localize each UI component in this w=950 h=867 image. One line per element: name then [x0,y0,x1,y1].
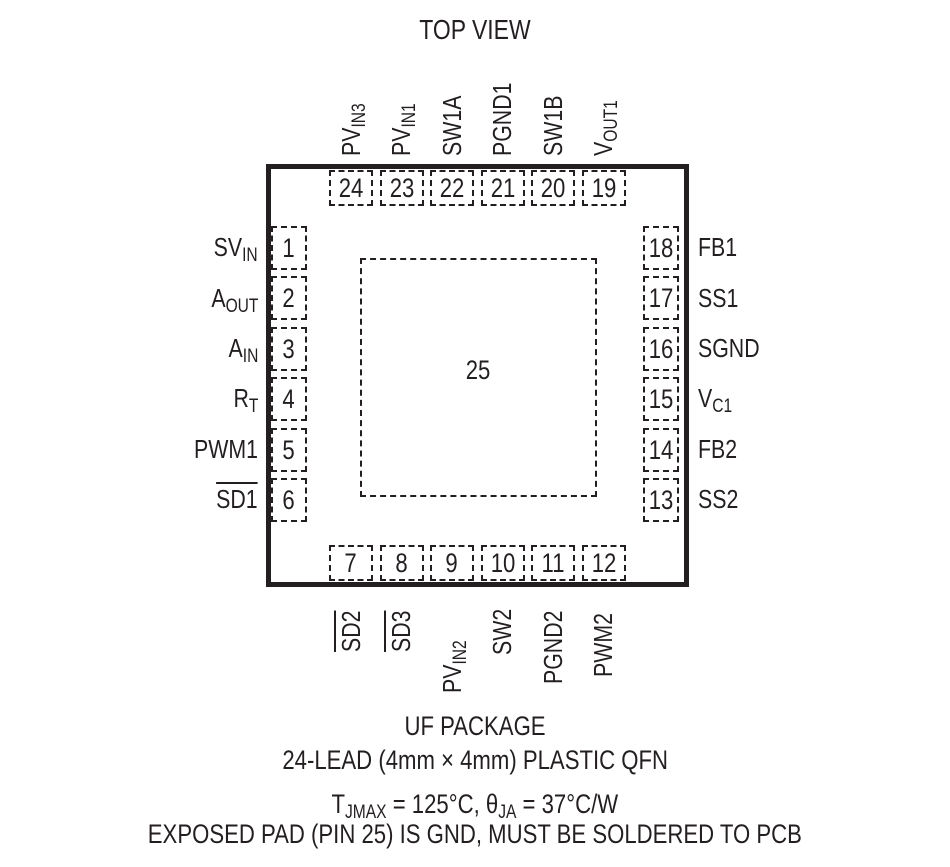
pin-11-label: PGND2 [538,610,568,684]
pin-17-label: SS1 [698,283,739,313]
pin-4-pad: 4 [271,377,307,421]
pin-16-pad: 16 [643,327,679,371]
pin-6-label: SD1 [216,484,258,514]
pin-8-pad: 8 [380,545,424,581]
pin-1-label: SVIN [213,232,258,266]
pin-18-label: FB1 [698,232,738,262]
pin-10-pad: 10 [481,545,525,581]
pin-19-pad: 19 [582,170,626,206]
pin-16-label: SGND [698,333,760,363]
pin-9-pad: 9 [430,545,474,581]
caption-thermal: TJMAX = 125°C, θJA = 37°C/W [331,789,619,823]
pin-12-label: PWM2 [588,613,618,677]
pin-1-pad: 1 [271,226,307,270]
package-outline [266,164,689,587]
pin-14-label: FB2 [698,434,738,464]
pin-10-label: SW2 [487,608,517,655]
pin-24-pad: 24 [329,170,373,206]
pin-6-pad: 6 [271,478,307,522]
pin-7-label: SD2 [336,610,366,652]
diagram-title: TOP VIEW [419,14,531,45]
caption-package: UF PACKAGE [404,711,546,741]
pin-14-pad: 14 [643,428,679,472]
pin-24-label: PVIN3 [336,103,370,156]
caption-exposed-pad-note: EXPOSED PAD (PIN 25) IS GND, MUST BE SOL… [147,819,803,849]
caption-lead-info: 24-LEAD (4mm × 4mm) PLASTIC QFN [282,745,668,775]
pin-13-label: SS2 [698,484,739,514]
pin-2-pad: 2 [271,276,307,320]
pin-15-pad: 15 [643,377,679,421]
exposed-pad [360,258,597,497]
pin-19-label: VOUT1 [588,100,622,156]
pin-15-label: VC1 [698,383,733,417]
pin-3-label: AIN [228,333,258,367]
pin-17-pad: 17 [643,276,679,320]
pin-21-pad: 21 [481,170,525,206]
exposed-pad-number: 25 [466,355,491,385]
pin-11-pad: 11 [531,545,575,581]
pin-20-pad: 20 [531,170,575,206]
pin-9-label: PVIN2 [437,640,471,693]
pin-18-pad: 18 [643,226,679,270]
pin-13-pad: 13 [643,478,679,522]
pin-23-pad: 23 [380,170,424,206]
pin-22-pad: 22 [430,170,474,206]
pin-8-label: SD3 [386,610,416,652]
pin-4-label: RT [233,383,258,417]
pin-20-label: SW1B [538,95,568,156]
pin-22-label: SW1A [437,95,467,156]
pin-21-label: PGND1 [487,82,517,156]
pin-5-pad: 5 [271,428,307,472]
pin-7-pad: 7 [329,545,373,581]
pin-2-label: AOUT [210,283,258,317]
pin-3-pad: 3 [271,327,307,371]
pin-23-label: PVIN1 [386,103,420,156]
pin-5-label: PWM1 [194,434,258,464]
pin-12-pad: 12 [582,545,626,581]
